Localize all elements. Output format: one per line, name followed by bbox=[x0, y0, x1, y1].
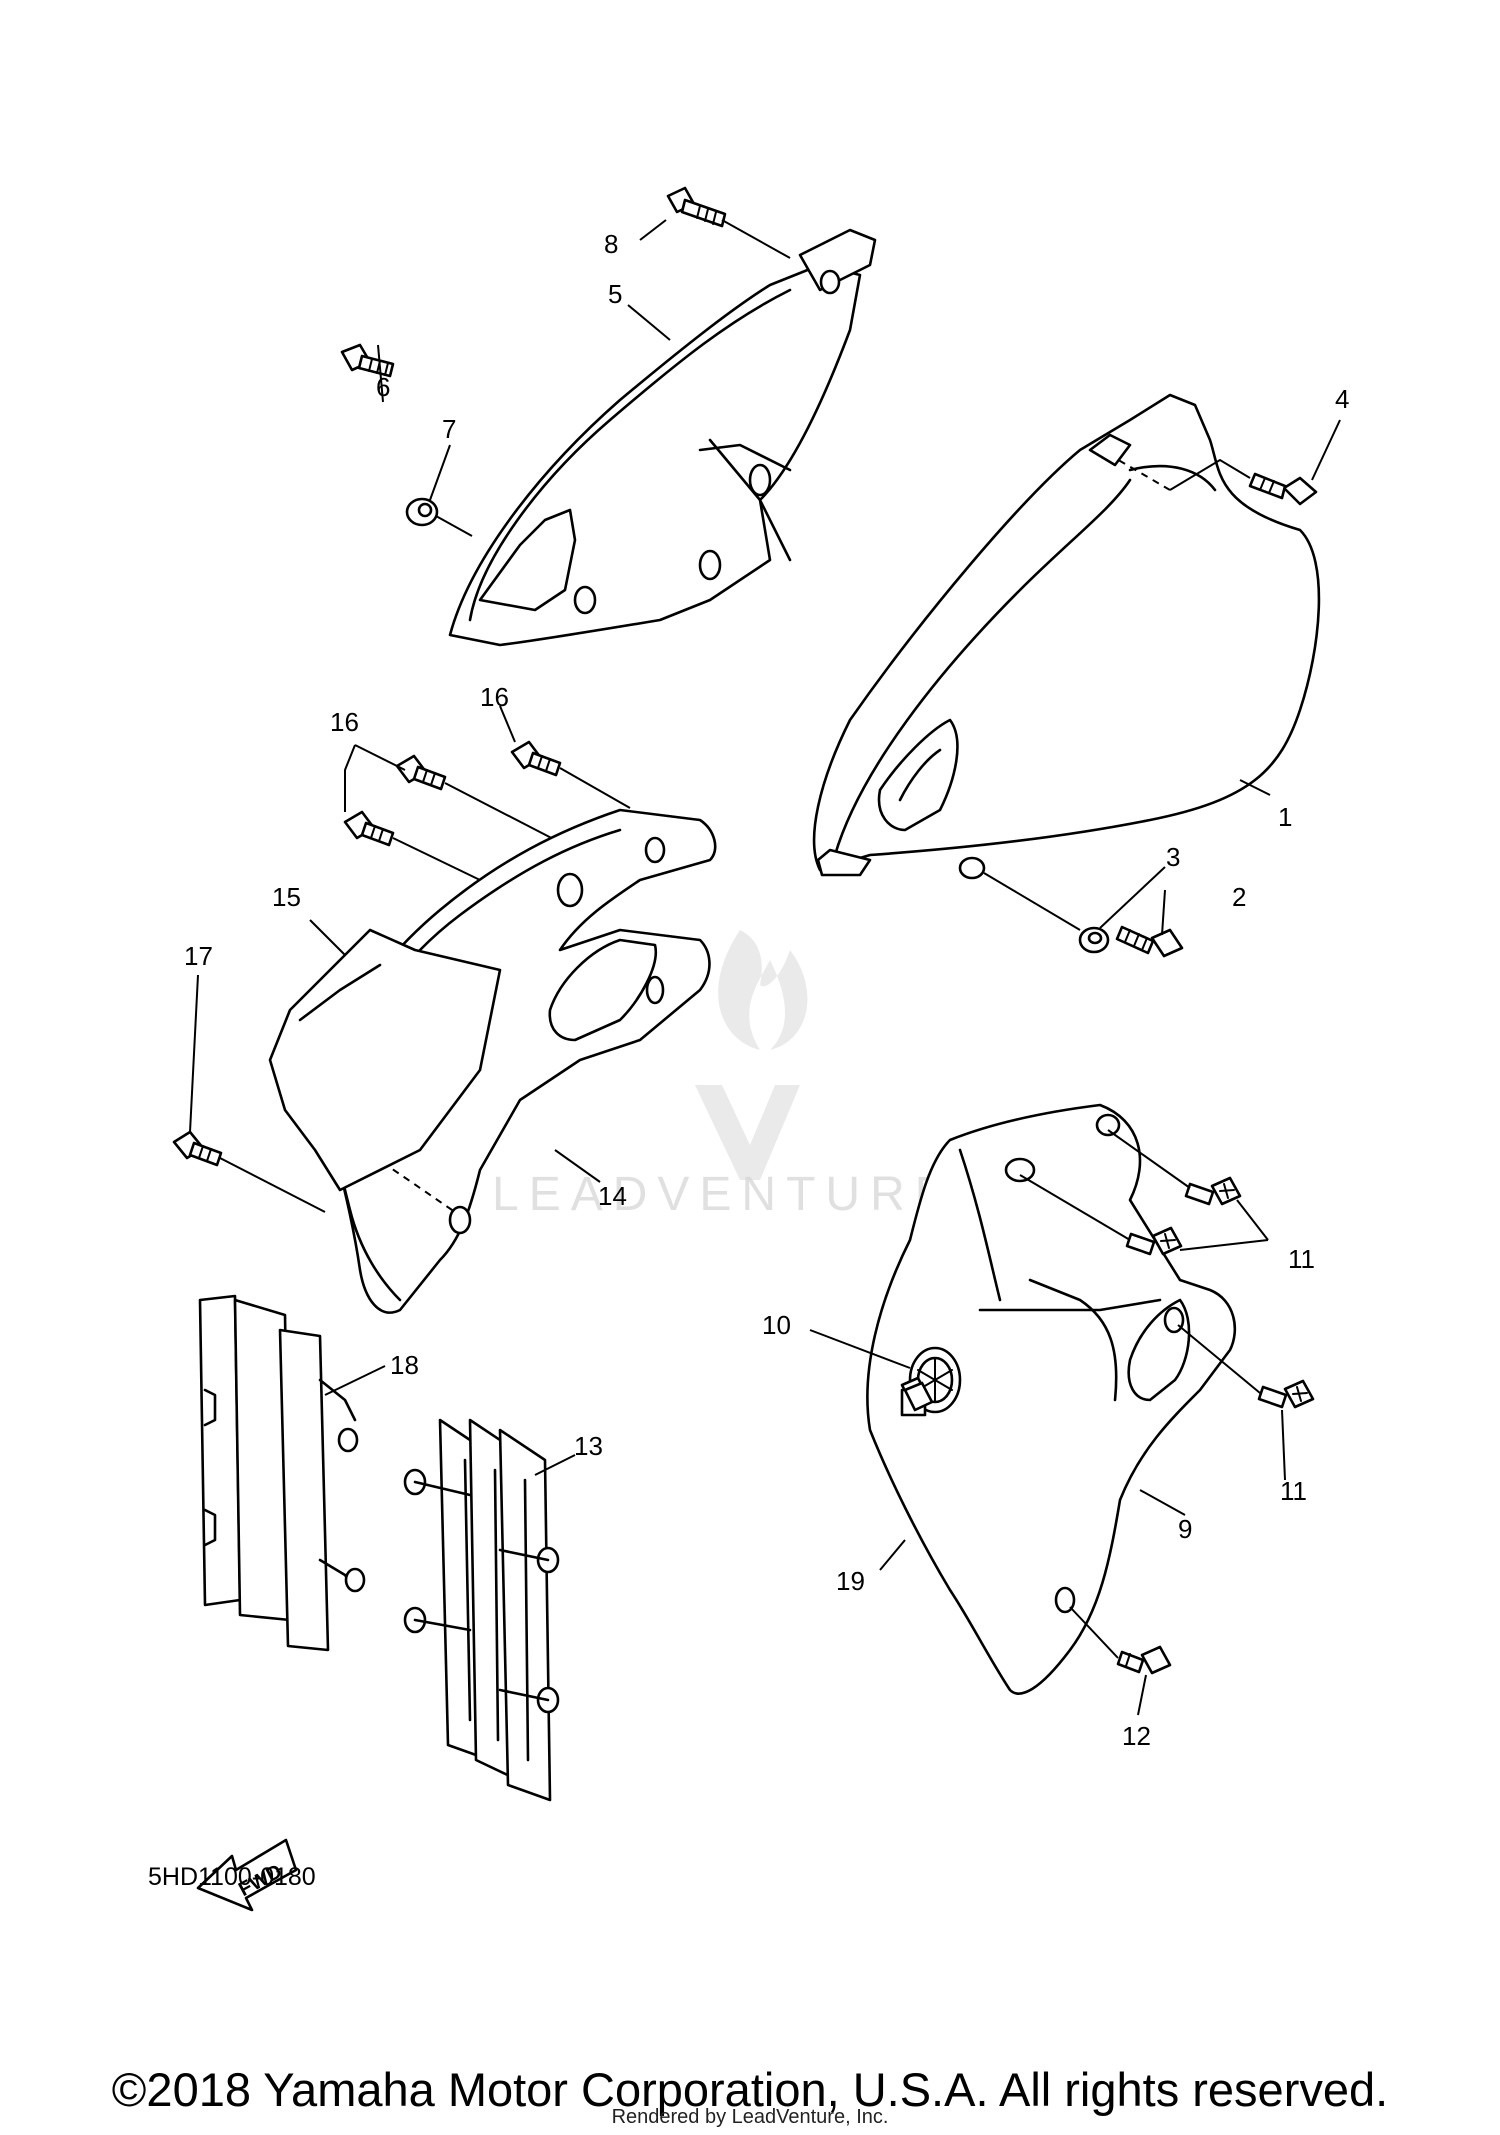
dash-4 bbox=[1114, 457, 1171, 491]
leader-11a bbox=[1107, 1129, 1191, 1189]
copyright-notice: ©2018 Yamaha Motor Corporation, U.S.A. A… bbox=[111, 2063, 1389, 2116]
callout-1: 1 bbox=[1278, 802, 1292, 832]
part-16-bolt-b bbox=[343, 810, 395, 847]
part-11-bolt-a bbox=[1184, 1176, 1242, 1206]
part-17-bolt bbox=[172, 1130, 223, 1167]
callout-19: 19 bbox=[836, 1566, 865, 1596]
callout-16-a: 16 bbox=[330, 707, 359, 737]
drawing-code: 5HD1100-0180 bbox=[148, 1863, 316, 1891]
callout-2: 2 bbox=[1232, 882, 1246, 912]
callout-15: 15 bbox=[272, 882, 301, 912]
leader-16a bbox=[444, 782, 566, 846]
callout-12: 12 bbox=[1122, 1721, 1151, 1751]
leader-7 bbox=[435, 515, 473, 537]
leader-17 bbox=[219, 1157, 326, 1213]
leader-12 bbox=[1069, 1606, 1119, 1659]
leader-4 bbox=[1169, 458, 1251, 491]
callout-11-a: 11 bbox=[1288, 1244, 1315, 1274]
callout-16-b: 16 bbox=[480, 682, 509, 712]
leader-11c bbox=[1177, 1324, 1261, 1394]
callout-17: 17 bbox=[184, 941, 213, 971]
callout-7: 7 bbox=[442, 414, 456, 444]
leadventure-watermark: LEADVENTURE bbox=[492, 930, 957, 1221]
part-7-collar bbox=[405, 497, 439, 527]
leader-8 bbox=[721, 219, 791, 259]
callout-13: 13 bbox=[574, 1431, 603, 1461]
part-11-bolt-c bbox=[1257, 1379, 1315, 1409]
leader-16b bbox=[392, 837, 481, 881]
part-2-bolt bbox=[1115, 925, 1184, 958]
callout-11-b: 11 bbox=[1280, 1476, 1307, 1506]
part-15-inner-cover bbox=[268, 928, 502, 1192]
part-5-upper-shroud bbox=[448, 228, 877, 647]
part-3-collar bbox=[1078, 926, 1110, 954]
part-4-bolt bbox=[1248, 472, 1318, 506]
callout-8: 8 bbox=[604, 229, 618, 259]
callout-18: 18 bbox=[390, 1350, 419, 1380]
part-12-bolt bbox=[1116, 1645, 1172, 1675]
part-6-bolt bbox=[340, 343, 395, 378]
callout-leaders bbox=[189, 219, 1341, 1716]
callout-labels: 1 2 3 4 5 6 7 8 9 10 11 11 12 13 14 15 1… bbox=[184, 229, 1349, 1751]
part-18-radiator-guard bbox=[198, 1294, 366, 1652]
part-16-bolt-a bbox=[395, 754, 447, 791]
part-8-bolt bbox=[666, 186, 727, 228]
leader-11-group-b bbox=[1236, 1199, 1269, 1241]
rendered-by-notice: Rendered by LeadVenture, Inc. bbox=[611, 2106, 889, 2128]
leader-3 bbox=[983, 872, 1081, 931]
dash-14 bbox=[349, 1139, 456, 1213]
part-19-clip-body bbox=[903, 1381, 934, 1412]
callout-4: 4 bbox=[1335, 384, 1349, 414]
callout-14: 14 bbox=[598, 1181, 627, 1211]
part-11-bolt-b bbox=[1125, 1226, 1183, 1256]
leader-10 bbox=[809, 1329, 911, 1369]
watermark-text: LEADVENTURE bbox=[492, 1168, 957, 1221]
leader-16c bbox=[559, 767, 631, 809]
callout-6: 6 bbox=[376, 372, 390, 402]
leader-11-group-a bbox=[1179, 1239, 1269, 1251]
exploded-parts-diagram: LEADVENTURE bbox=[148, 186, 1349, 1912]
part-1-side-cover bbox=[812, 393, 1321, 880]
callout-10: 10 bbox=[762, 1310, 791, 1340]
callout-5: 5 bbox=[608, 279, 622, 309]
part-16-bolt-c bbox=[510, 740, 562, 777]
callout-3: 3 bbox=[1166, 842, 1180, 872]
callout-9: 9 bbox=[1178, 1514, 1192, 1544]
leader-11b bbox=[1019, 1174, 1131, 1241]
part-13-radiator-louver bbox=[403, 1418, 560, 1802]
